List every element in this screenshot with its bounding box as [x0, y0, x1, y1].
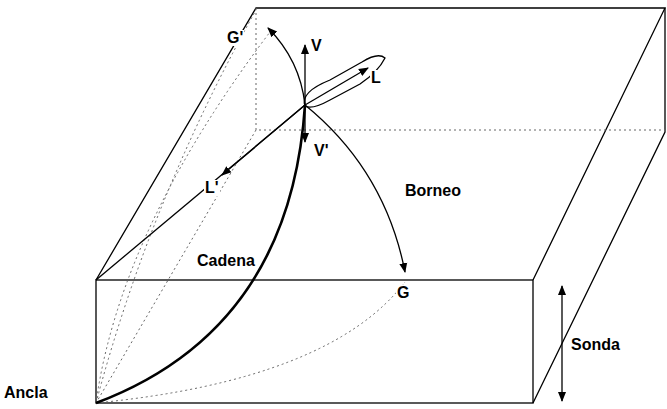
- depth-label: Sonda: [570, 337, 621, 353]
- axis-label: L: [370, 70, 382, 86]
- axis-label: V: [310, 38, 323, 54]
- chain-label: Cadena: [196, 253, 256, 269]
- point-label: G': [226, 30, 244, 46]
- axis-label: L': [204, 180, 220, 196]
- anchor-label: Ancla: [3, 385, 49, 401]
- axis-label: V': [313, 143, 329, 159]
- motion-label: Borneo: [404, 183, 462, 199]
- point-label: G: [396, 285, 410, 301]
